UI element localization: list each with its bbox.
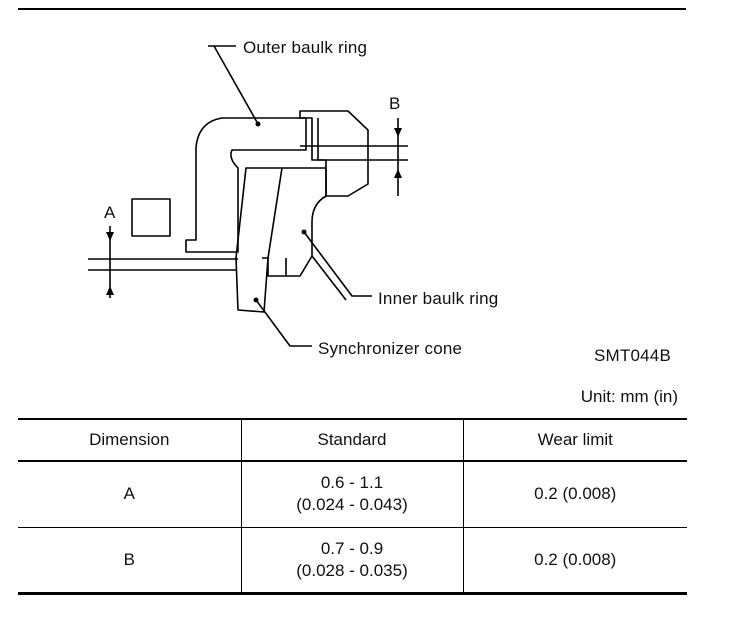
cell-wear-limit: 0.2 (0.008) [462, 461, 687, 527]
standard-in: (0.024 - 0.043) [296, 495, 408, 515]
baulk-ring-diagram [88, 45, 408, 347]
arrow-b-bottom [394, 169, 402, 178]
synchronizer-cone [235, 167, 283, 313]
table-row: A 0.6 - 1.1 (0.024 - 0.043) 0.2 (0.008) [18, 461, 687, 527]
cell-dimension: A [123, 484, 135, 504]
cell-dimension: B [123, 549, 135, 569]
cell-standard: 0.6 - 1.1 (0.024 - 0.043) [240, 461, 463, 527]
standard-mm: 0.7 - 0.9 [320, 538, 384, 558]
ring-teeth [299, 110, 369, 197]
table-row: B 0.7 - 0.9 (0.028 - 0.035) 0.2 (0.008) [18, 527, 687, 593]
arrow-a-top [106, 232, 114, 241]
dimension-b-label: B [389, 94, 401, 113]
outer-baulk-ring-label: Outer baulk ring [243, 38, 368, 57]
synchronizer-cone-label: Synchronizer cone [318, 339, 463, 358]
inner-baulk-ring-label: Inner baulk ring [378, 289, 499, 308]
cell-wear-limit: 0.2 (0.008) [462, 527, 687, 593]
header-wear-limit: Wear limit [462, 419, 687, 461]
top-rule [18, 8, 686, 10]
arrow-a-bottom [106, 286, 114, 295]
inner-baulk-ring [282, 167, 347, 301]
outer-ring-protrusion [131, 198, 171, 237]
spec-table: Dimension Standard Wear limit A 0.6 - 1.… [18, 418, 687, 595]
table-header-row: Dimension Standard Wear limit [18, 419, 687, 461]
outer-leader [208, 45, 259, 125]
standard-in: (0.028 - 0.035) [296, 560, 408, 580]
arrow-b-top [394, 128, 402, 137]
header-standard: Standard [240, 419, 463, 461]
figure-code: SMT044B [594, 346, 671, 365]
header-dimension: Dimension [89, 430, 170, 449]
unit-label: Unit: mm (in) [580, 387, 678, 406]
cell-standard: 0.7 - 0.9 (0.028 - 0.035) [240, 527, 463, 593]
cone-leader [255, 299, 312, 347]
inner-leader [303, 231, 372, 297]
standard-mm: 0.6 - 1.1 [320, 473, 384, 493]
dimension-a-label: A [104, 203, 116, 222]
outer-baulk-ring [185, 117, 307, 253]
